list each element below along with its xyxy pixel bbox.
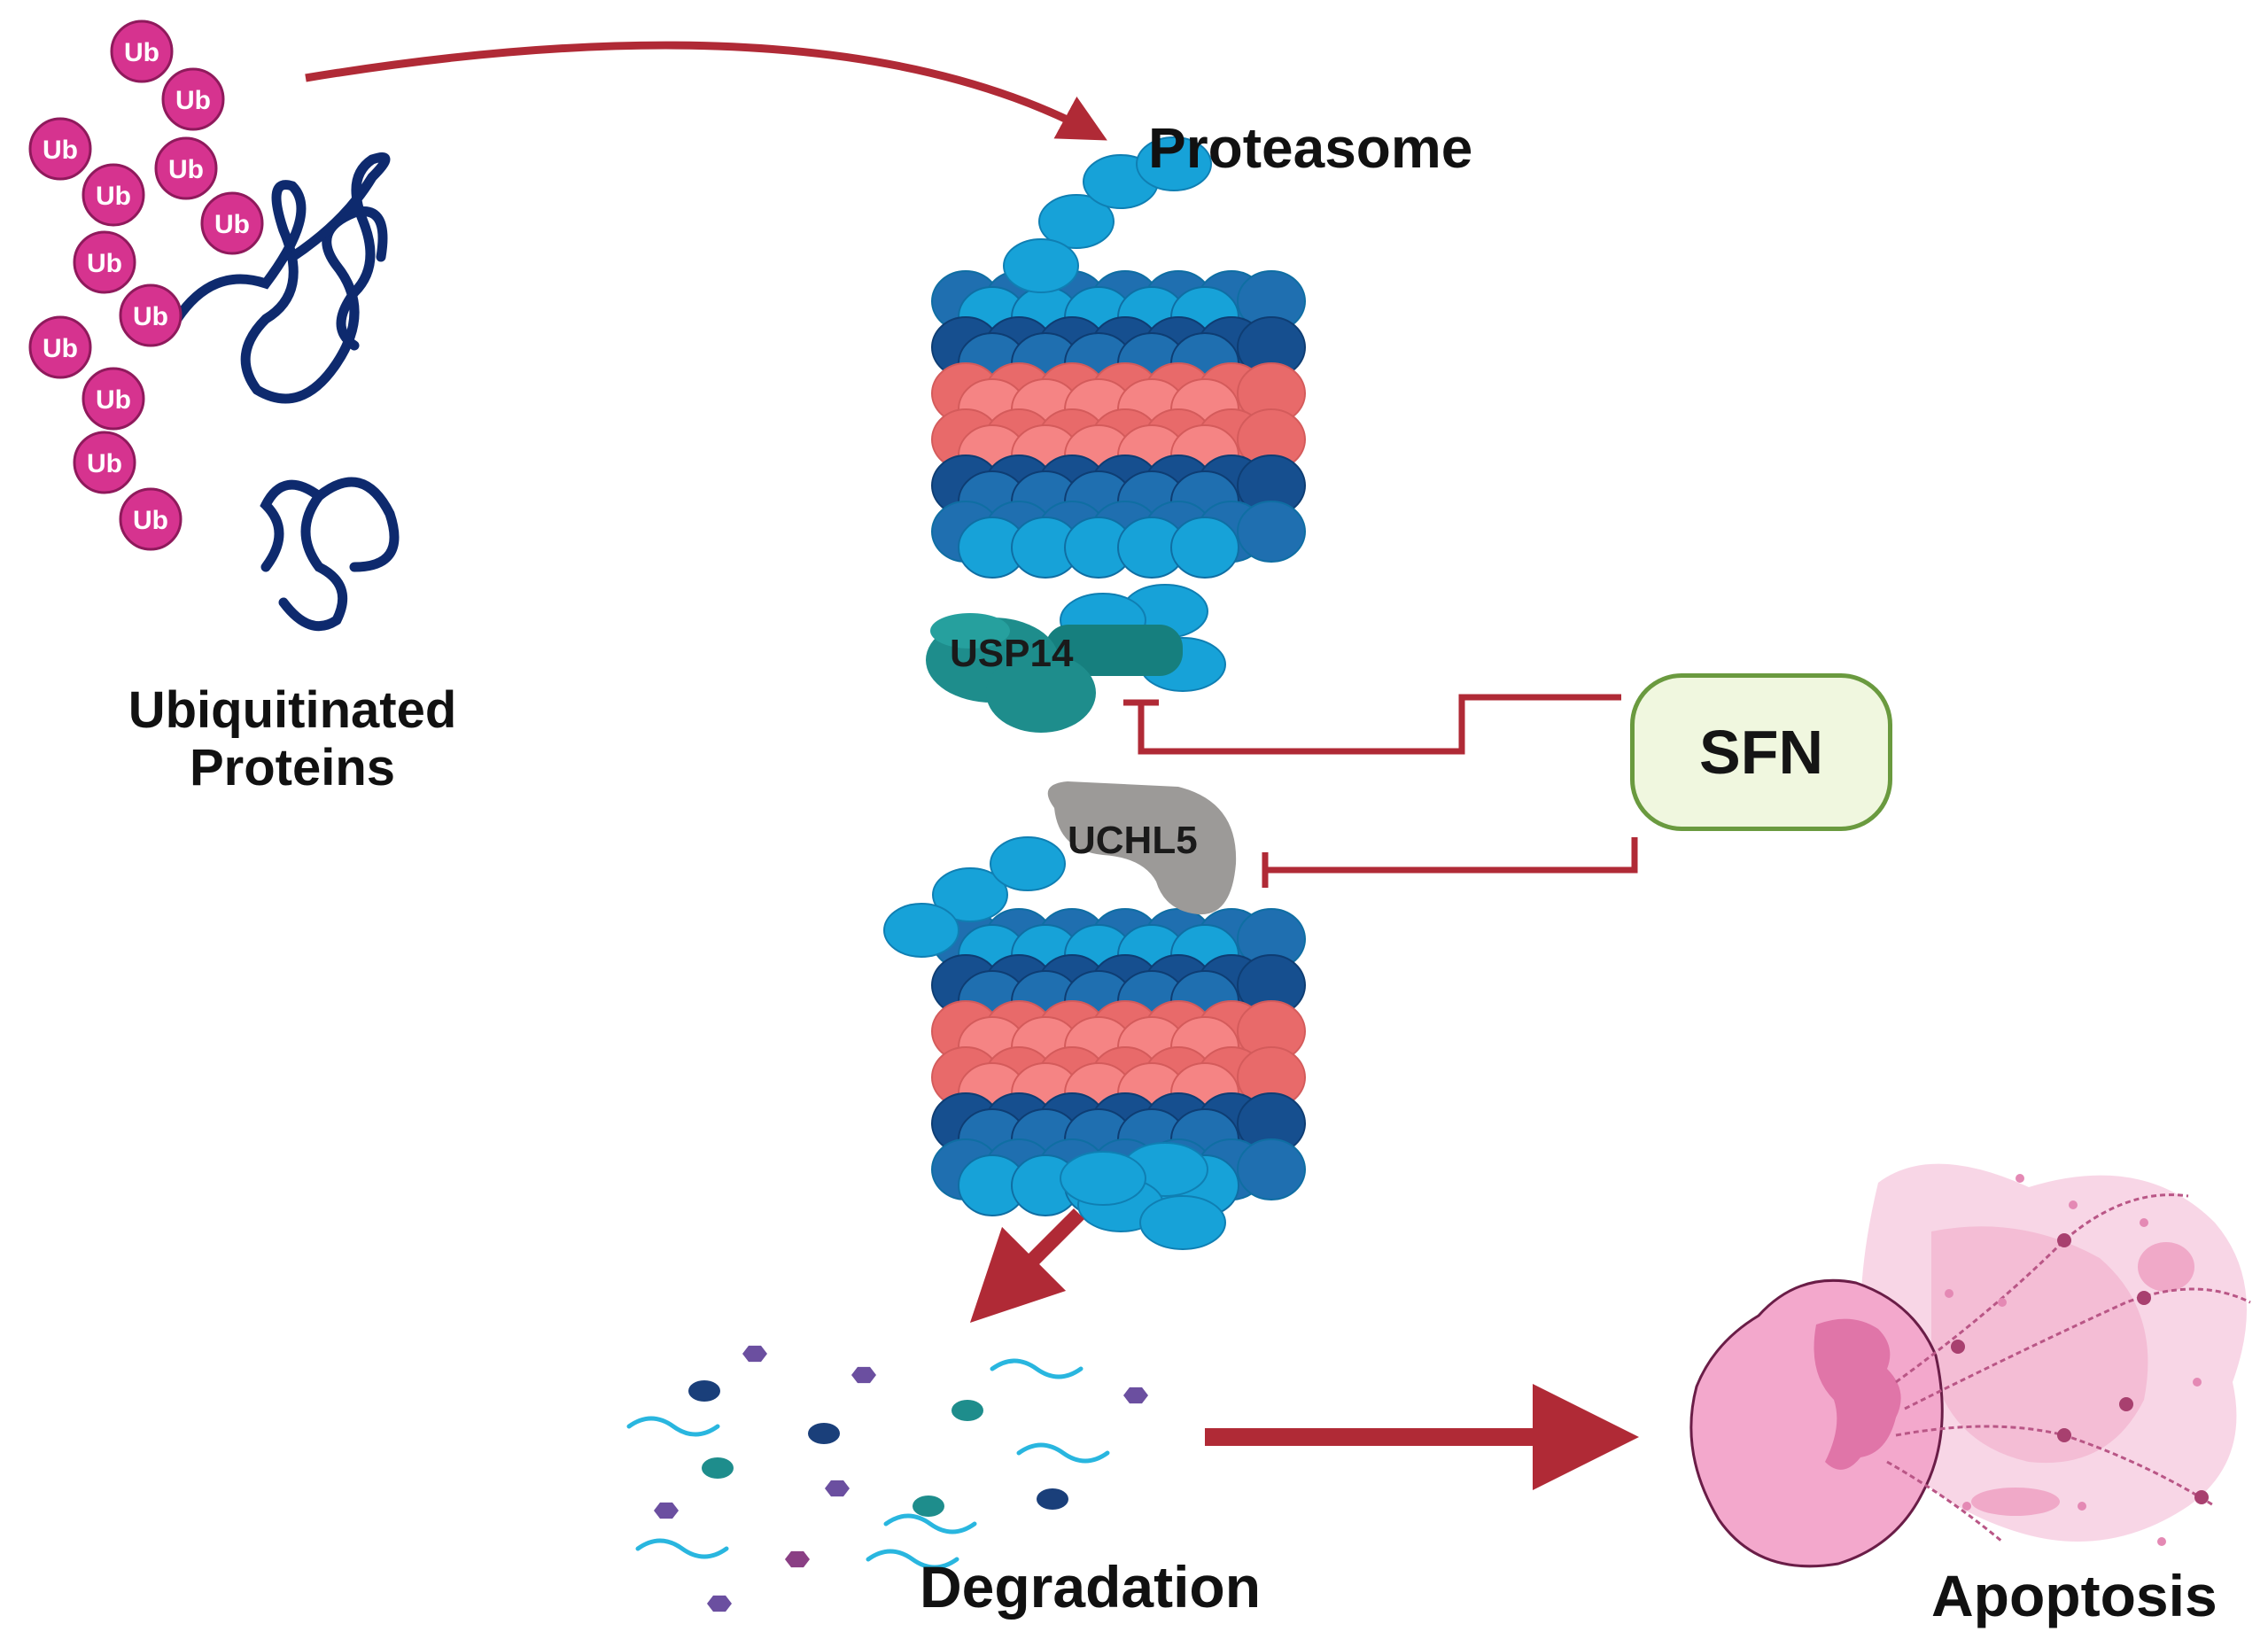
amino-acid-fragment [702,1457,734,1479]
ubiquitin-bead: Ub [82,163,145,227]
curved-arrow-to-proteasome [305,41,1107,141]
amino-acid-fragment [1037,1488,1068,1510]
amino-acid-fragment [742,1345,767,1363]
ubiquitin-bead: Ub [119,487,183,551]
peptide-strand [990,1358,1084,1379]
apoptosis-label: Apoptosis [1931,1563,2218,1628]
ubiquitin-bead: Ub [161,67,225,131]
amino-acid-fragment [654,1502,679,1519]
svg-text:Ub: Ub [214,210,250,239]
ubiquitin-bead: Ub [200,191,264,255]
sfn-box: SFN [1630,673,1892,831]
amino-acid-fragment [825,1480,850,1497]
svg-text:Ub: Ub [87,449,122,478]
usp14-label: USP14 [950,632,1074,675]
apoptotic-particle [2016,1174,2024,1183]
apoptotic-particle [2069,1200,2078,1209]
ubiquitinated-proteins-line-1: Ubiquitinated [128,681,457,739]
inhibition-line-to-uchl5 [1265,837,1638,874]
arrow-to-degradation [969,1208,1085,1324]
peptide-strand [883,1513,977,1534]
peptide-strand [1016,1442,1110,1464]
amino-acid-fragment [913,1496,944,1517]
apoptotic-body [2119,1397,2133,1411]
ubiquitin-bead: Ub [110,19,174,83]
ubiquitin-bead: Ub [154,136,218,200]
apoptotic-cell-illustration [1689,1163,2251,1568]
apoptotic-body [2057,1428,2071,1442]
amino-acid-fragment [688,1380,720,1402]
ubiquitin-bead: Ub [28,117,92,181]
apoptotic-filament [1904,1287,2251,1410]
ubiquitin-bead: Ub [28,315,92,379]
amino-acid-fragment [785,1550,810,1568]
apoptotic-particle [1945,1289,1953,1298]
usp14-enzyme: USP14 [926,613,1183,733]
svg-text:Ub: Ub [87,249,122,278]
proteasome-upper-illustration [931,136,1306,692]
amino-acid-fragment [707,1595,732,1612]
ubiquitin-bead: Ub [119,284,183,347]
sfn-label: SFN [1699,718,1823,787]
proteasome-lower-illustration [883,836,1306,1250]
apoptotic-body [1951,1340,1965,1354]
degradation-label: Degradation [920,1554,1262,1620]
svg-text:Ub: Ub [175,86,211,115]
inhibition-line-to-usp14 [1138,694,1621,755]
ubiquitinated-proteins-label: Ubiquitinated Proteins [106,681,478,797]
uchl5-enzyme: UCHL5 [1047,781,1237,915]
svg-text:Ub: Ub [124,38,159,67]
protein-chain [172,180,388,404]
apoptotic-body [2057,1233,2071,1247]
amino-acid-fragment [1123,1387,1148,1404]
apoptotic-particle [2193,1378,2202,1387]
apoptotic-particle [1998,1298,2007,1307]
svg-text:Ub: Ub [43,136,78,165]
amino-acid-fragment [851,1366,876,1384]
peptide-strand [866,1549,959,1570]
apoptotic-body [2194,1490,2209,1504]
svg-text:Ub: Ub [43,334,78,363]
peptide-strand [635,1538,729,1559]
uchl5-label: UCHL5 [1068,819,1198,862]
apoptotic-filament [1886,1460,2003,1543]
svg-text:Ub: Ub [96,182,131,211]
apoptotic-particle [2157,1537,2166,1546]
amino-acid-fragment [951,1400,983,1421]
proteasome-label: Proteasome [1148,116,1473,180]
apoptotic-body [2137,1291,2151,1305]
svg-text:Ub: Ub [168,155,204,184]
svg-text:Ub: Ub [96,385,131,415]
ubiquitin-bead: Ub [73,431,136,494]
protein-chain [314,477,400,572]
protein-chain [287,152,391,351]
apoptotic-particle [2078,1502,2086,1511]
protein-chain [260,479,348,632]
svg-text:Ub: Ub [133,302,168,331]
ubiquitinated-proteins-line-2: Proteins [189,738,396,796]
amino-acid-fragment [808,1423,840,1444]
ubiquitin-bead: Ub [82,367,145,431]
apoptotic-particle [2140,1218,2148,1227]
svg-text:Ub: Ub [133,506,168,535]
ubiquitin-bead: Ub [73,230,136,294]
apoptotic-particle [1962,1502,1971,1511]
degraded-peptide-fragments [626,1345,1148,1612]
peptide-strand [626,1416,720,1437]
